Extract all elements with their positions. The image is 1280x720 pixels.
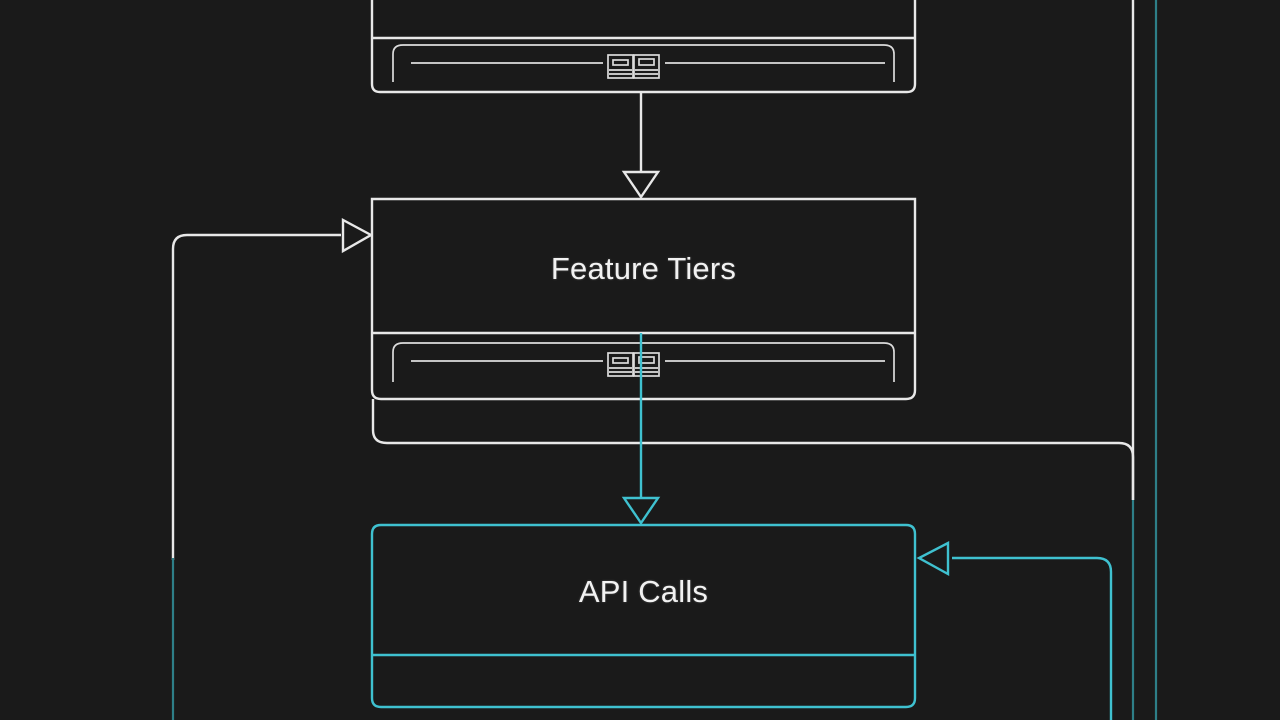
node-top[interactable] (370, 0, 917, 94)
edge-top-to-feature-tiers (621, 92, 661, 200)
hollow-triangle-left-arrowhead (916, 541, 950, 577)
node-feature-tiers[interactable] (370, 197, 917, 401)
hollow-triangle-right-arrowhead (341, 217, 374, 254)
edge-left-loop-into-feature-tiers (171, 217, 374, 254)
node-api-calls[interactable] (370, 523, 917, 709)
split-panel-icon (607, 352, 660, 377)
hollow-triangle-down-arrowhead (621, 496, 661, 526)
edge-feature-tiers-footer-to-right-rail (371, 399, 1135, 500)
split-panel-icon (607, 54, 660, 79)
edge-feature-tiers-to-api-calls (621, 333, 661, 526)
hollow-triangle-down-arrowhead (621, 170, 661, 200)
edge-right-loop-into-api-calls (916, 541, 1113, 720)
